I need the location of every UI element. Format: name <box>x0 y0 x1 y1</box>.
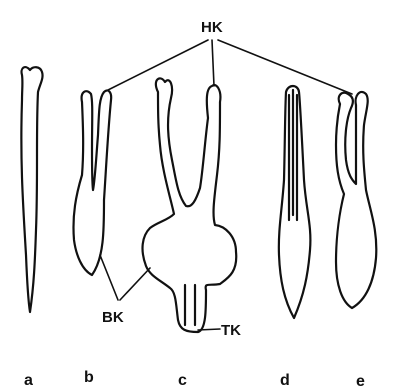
callout-hk: HK <box>201 19 223 36</box>
panel-letter-c: c <box>178 372 187 389</box>
panel-letter-d: d <box>280 372 290 389</box>
callout-bk: BK <box>102 309 124 326</box>
shape-e <box>336 92 376 308</box>
panel-letter-e: e <box>356 373 365 390</box>
shape-a <box>21 67 42 312</box>
panel-letter-b: b <box>84 369 94 386</box>
shape-b <box>73 90 111 275</box>
hk-leader-lines <box>104 40 352 94</box>
tk-leader-line <box>198 329 220 330</box>
callout-tk: TK <box>221 322 241 339</box>
bk-leader-lines <box>100 255 150 300</box>
shape-c <box>143 78 237 332</box>
shape-d-strands <box>289 90 297 220</box>
panel-letter-a: a <box>24 372 33 389</box>
tk-tube <box>185 285 195 325</box>
shape-d <box>279 86 311 318</box>
